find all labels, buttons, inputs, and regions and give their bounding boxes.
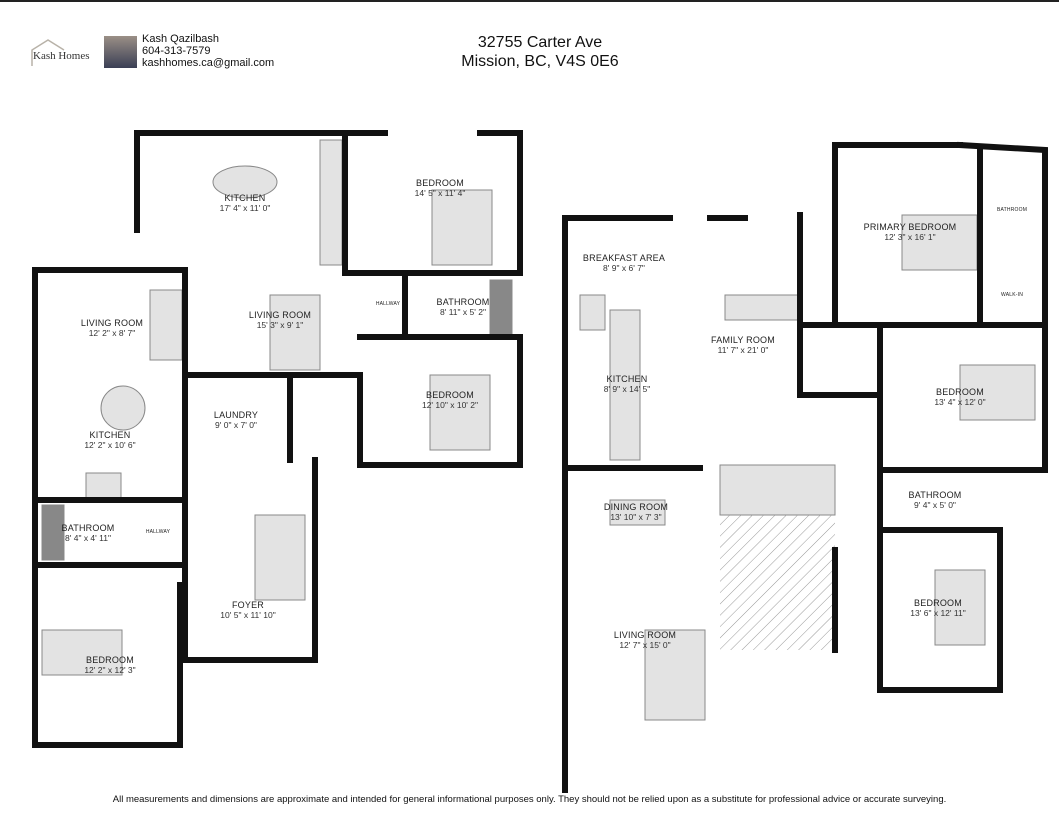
- agent-name: Kash Qazilbash: [142, 33, 220, 45]
- disclaimer: All measurements and dimensions are appr…: [112, 794, 947, 805]
- property-address: 32755 Carter Ave Mission, BC, V4S 0E6: [420, 33, 660, 71]
- address-line-1: 32755 Carter Ave: [477, 34, 603, 51]
- agent-photo: [104, 36, 137, 68]
- agent-email: kashhomes.ca@gmail.com: [142, 57, 275, 69]
- agent-phone: 604-313-7579: [142, 45, 211, 57]
- walls: [32, 130, 1048, 793]
- top-border: [0, 0, 1059, 2]
- logo-text: Kash Homes: [33, 50, 90, 62]
- stair-hatch: [720, 515, 835, 650]
- room-walk-in: WALK-IN: [1000, 292, 1024, 298]
- agent-contact: Kash Qazilbash 604-313-7579 kashhomes.ca…: [142, 33, 274, 69]
- room-hallway-upper: HALLWAY: [375, 301, 401, 307]
- room-hallway-left: HALLWAY: [145, 529, 171, 535]
- fixtures: [41, 139, 1036, 721]
- room-ensuite-bathroom: BATHROOM: [996, 207, 1028, 213]
- house-logo-icon: [31, 39, 65, 66]
- address-line-2: Mission, BC, V4S 0E6: [461, 53, 619, 70]
